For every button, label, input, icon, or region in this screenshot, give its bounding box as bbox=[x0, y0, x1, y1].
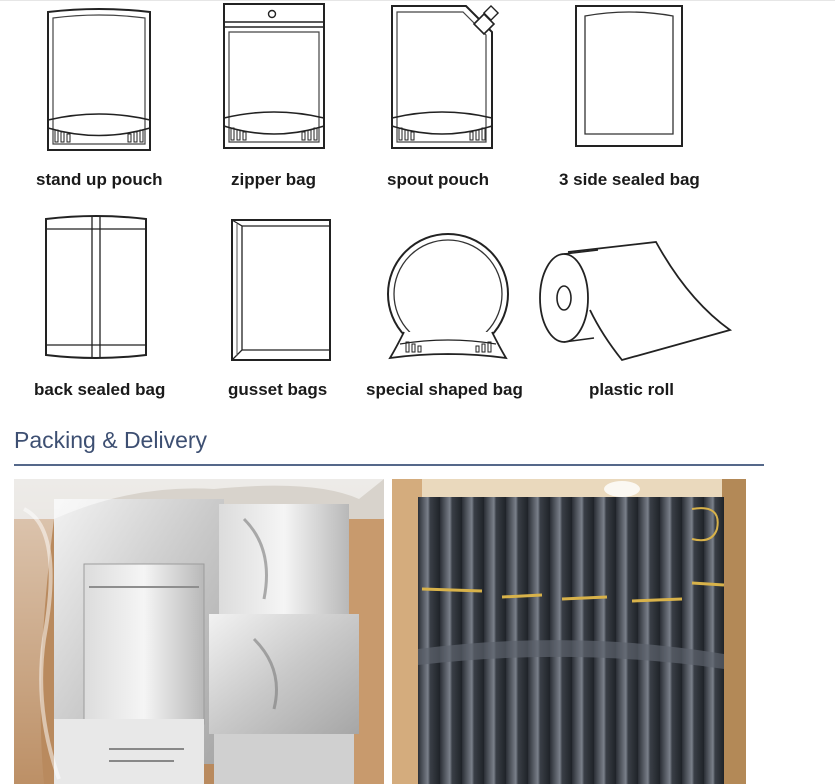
special-shaped-bag-label: special shaped bag bbox=[366, 380, 523, 399]
three-side-sealed-bag-label: 3 side sealed bag bbox=[559, 170, 700, 189]
black-bags-box-photo bbox=[392, 479, 746, 784]
spout-pouch-label: spout pouch bbox=[387, 170, 489, 189]
heading-underline bbox=[14, 464, 764, 466]
gusset-bags-label: gusset bags bbox=[228, 380, 328, 399]
packing-delivery-heading: Packing & Delivery bbox=[14, 427, 208, 453]
silver-bags-photo bbox=[14, 479, 384, 784]
back-sealed-bag-label: back sealed bag bbox=[34, 380, 166, 399]
zipper-bag-label: zipper bag bbox=[231, 170, 317, 189]
stand-up-pouch-label: stand up pouch bbox=[36, 170, 163, 189]
top-divider bbox=[0, 0, 835, 1]
plastic-roll-label: plastic roll bbox=[589, 380, 675, 399]
